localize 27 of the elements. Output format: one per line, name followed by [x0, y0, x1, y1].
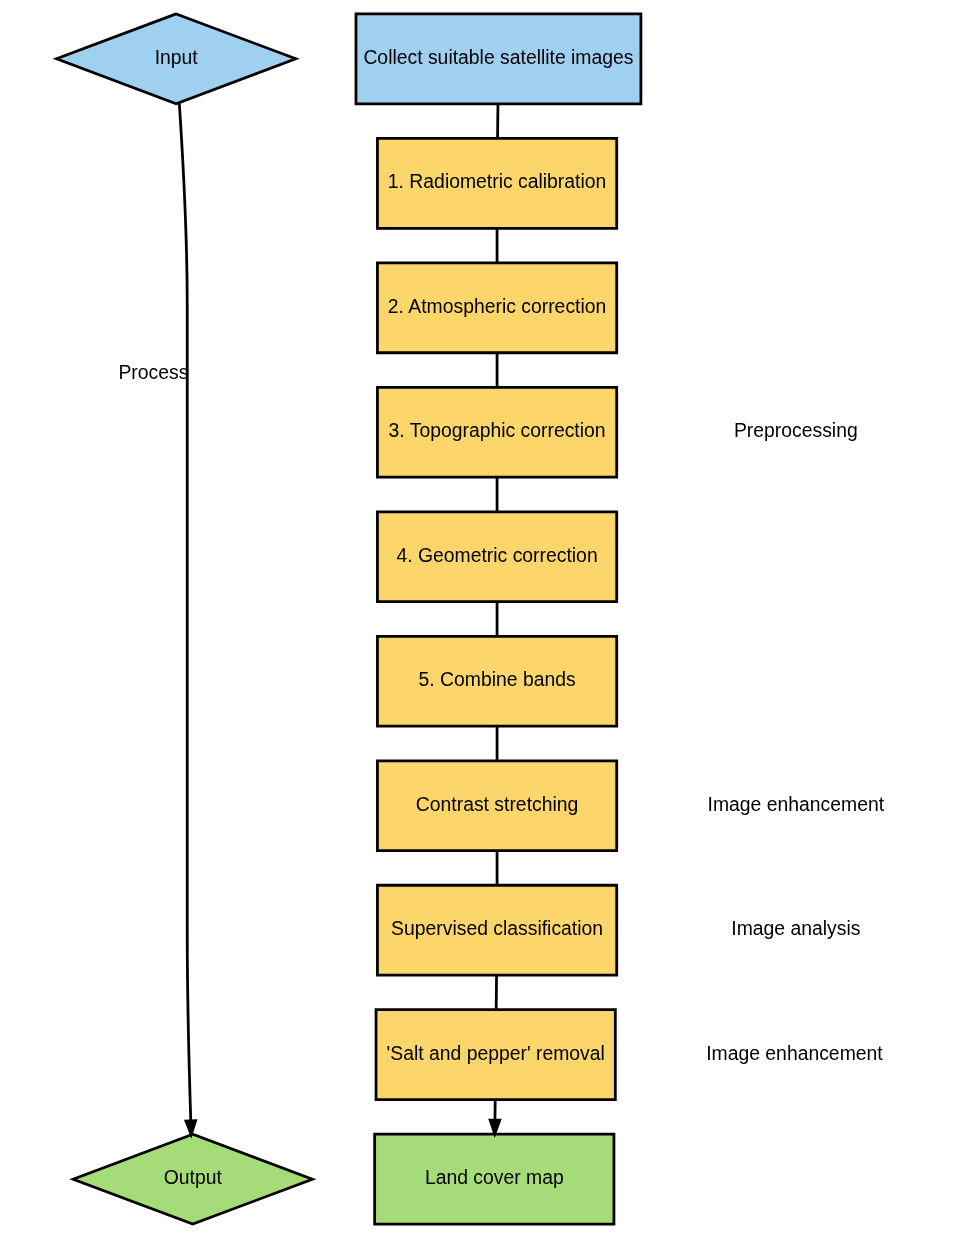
node-box: Collect suitable satellite images — [354, 12, 642, 106]
arrow — [487, 1100, 502, 1139]
node-diamond: Output — [68, 1132, 316, 1226]
node-box: Contrast stretching — [375, 759, 618, 853]
node-box: Supervised classification — [375, 883, 618, 977]
label: Image enhancement — [707, 792, 884, 815]
label: Image enhancement — [705, 1041, 883, 1064]
node-box: Land cover map — [372, 1132, 615, 1226]
connector — [495, 602, 498, 636]
edge-label: Process — [117, 361, 188, 384]
node-box: 1. Radiometric calibration — [375, 136, 618, 230]
connector — [494, 975, 498, 1010]
node-box: 5. Combine bands — [375, 634, 618, 728]
connector — [495, 228, 498, 263]
connector — [495, 353, 498, 387]
node-box: 'Salt and pepper' removal — [374, 1008, 617, 1102]
connector — [495, 104, 499, 139]
node-diamond: Input — [52, 12, 300, 106]
connector — [495, 477, 498, 512]
node-box: 2. Atmospheric correction — [375, 261, 618, 355]
label: Image analysis — [730, 917, 860, 940]
arrow — [177, 102, 197, 1139]
connector — [495, 726, 498, 761]
connector — [495, 851, 498, 885]
node-box: 4. Geometric correction — [375, 510, 618, 604]
label: Preprocessing — [733, 419, 858, 442]
node-box: 3. Topographic correction — [375, 385, 618, 479]
